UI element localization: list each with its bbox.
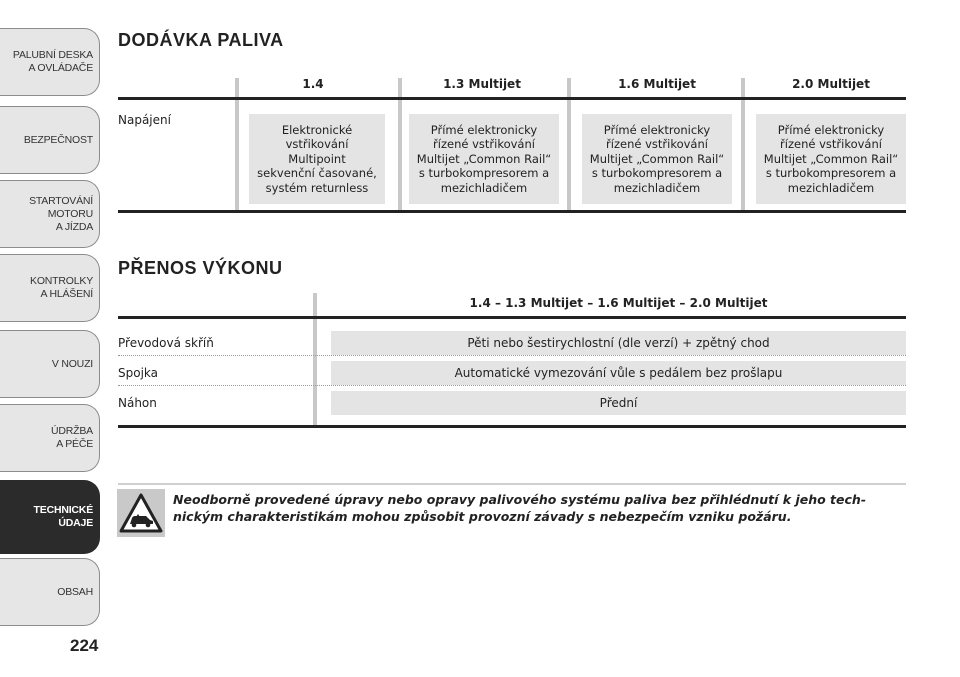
tab-udrzba[interactable]: ÚDRŽBA A PÉČE	[0, 404, 100, 472]
row-label-nahon: Náhon	[118, 396, 157, 410]
tab-v-nouzi[interactable]: V NOUZI	[0, 330, 100, 398]
column-header-1-4: 1.4	[302, 77, 324, 91]
cell-2-0-multijet: Přímé elektronicky řízené vstřikování Mu…	[756, 114, 906, 204]
tab-obsah[interactable]: OBSAH	[0, 558, 100, 626]
table-bottom-rule	[118, 210, 906, 213]
row-label-spojka: Spojka	[118, 366, 159, 380]
row-label-prevodova-skrin: Převodová skříň	[118, 336, 214, 350]
column-header-2-0-multijet: 2.0 Multijet	[792, 77, 870, 91]
warning-text: Neodborně provedené úpravy nebo opravy p…	[173, 492, 867, 524]
transmission-title: PŘENOS VÝKONU	[118, 258, 283, 278]
tab-kontrolky[interactable]: KONTROLKY A HLÁŠENÍ	[0, 254, 100, 322]
row-label-napajeni: Napájení	[118, 113, 171, 127]
warning-rule	[118, 483, 906, 485]
cell-spojka: Automatické vymezování vůle s pedálem be…	[331, 361, 906, 385]
column-divider	[398, 78, 402, 211]
transmission-column-header: 1.4 – 1.3 Multijet – 1.6 Multijet – 2.0 …	[469, 296, 768, 310]
page-number: 224	[70, 636, 99, 655]
cell-1-3-multijet: Přímé elektronicky řízené vstřikování Mu…	[409, 114, 559, 204]
column-divider	[567, 78, 571, 211]
cell-prevodova-skrin: Pěti nebo šestirychlostní (dle verzí) + …	[331, 331, 906, 355]
column-divider	[313, 293, 317, 426]
cell-1-6-multijet: Přímé elektronicky řízené vstřikování Mu…	[582, 114, 732, 204]
column-divider	[741, 78, 745, 211]
table-header-rule	[118, 97, 906, 100]
row-separator	[118, 385, 906, 386]
vehicle-fire-warning-icon	[117, 489, 165, 537]
row-separator	[118, 355, 906, 356]
cell-nahon: Přední	[331, 391, 906, 415]
column-header-1-6-multijet: 1.6 Multijet	[618, 77, 696, 91]
tab-palubni-deska[interactable]: PALUBNÍ DESKA A OVLÁDAČE	[0, 28, 100, 96]
table-header-rule	[118, 316, 906, 319]
column-divider	[235, 78, 239, 211]
table-bottom-rule	[118, 425, 906, 428]
tab-bezpecnost[interactable]: BEZPEČNOST	[0, 106, 100, 174]
cell-1-4: Elektronické vstřikování Multipoint sekv…	[249, 114, 385, 204]
tab-startovani[interactable]: STARTOVÁNÍ MOTORU A JÍZDA	[0, 180, 100, 248]
column-header-1-3-multijet: 1.3 Multijet	[443, 77, 521, 91]
tab-technicke-udaje[interactable]: TECHNICKÉ ÚDAJE	[0, 480, 100, 554]
fuel-supply-title: DODÁVKA PALIVA	[118, 30, 284, 50]
